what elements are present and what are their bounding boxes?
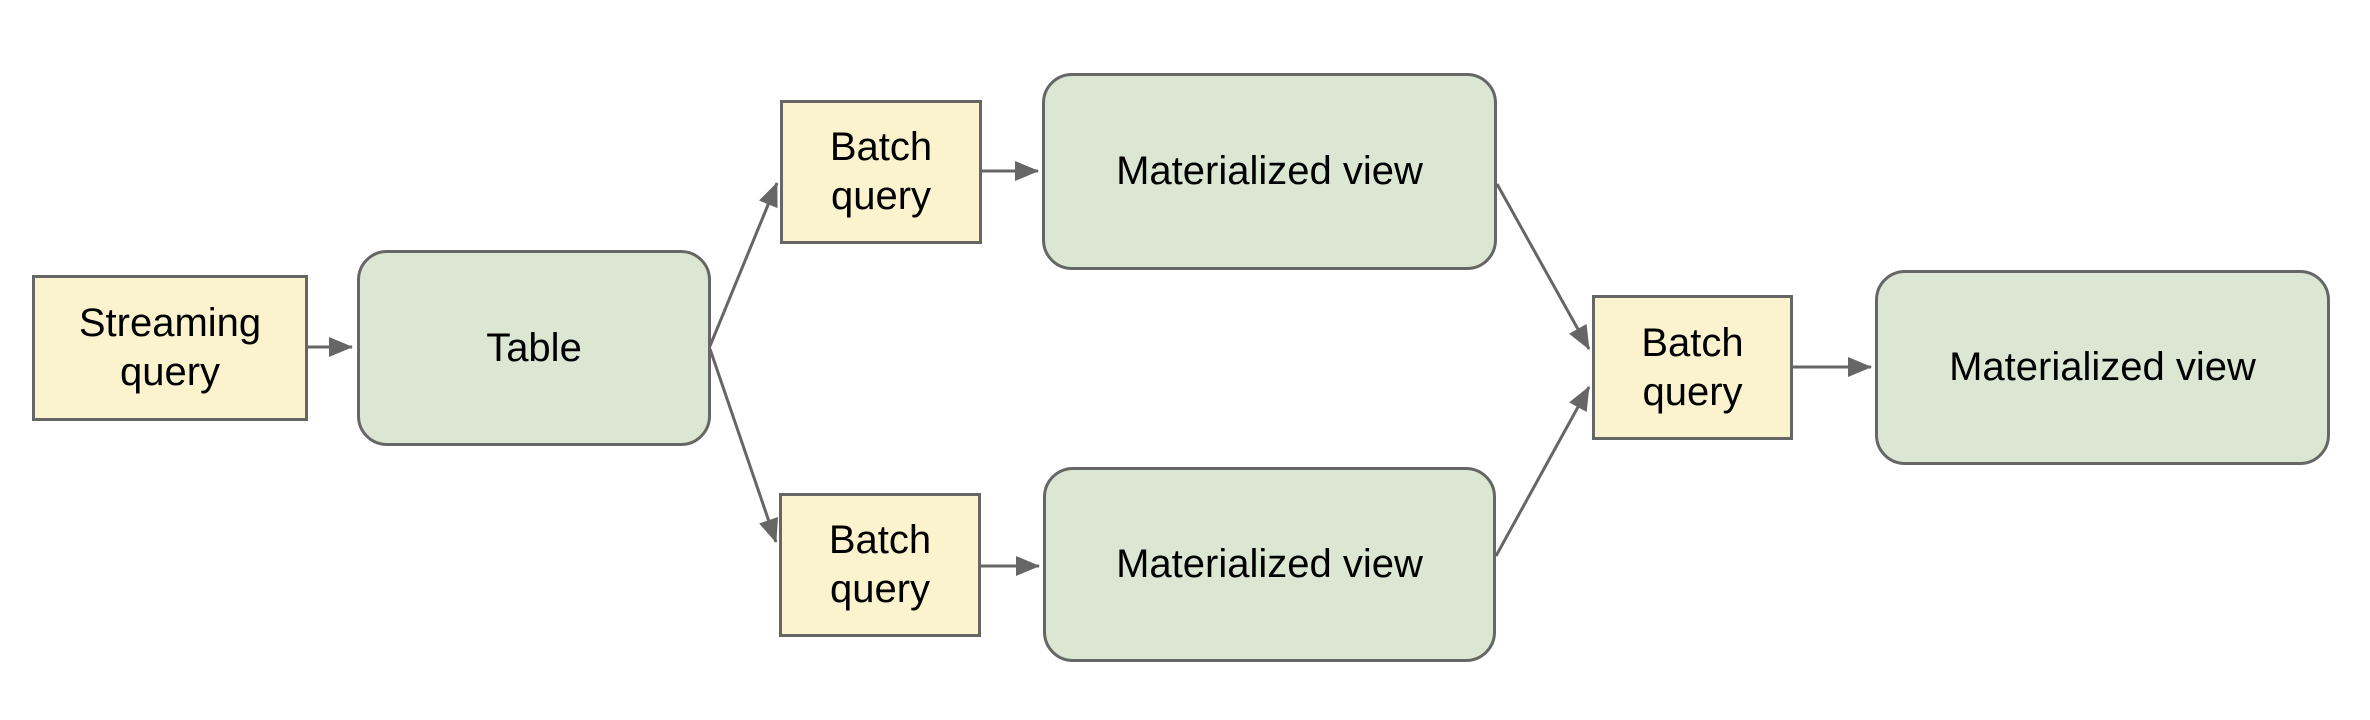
edge-table-to-batch-query-bottom — [708, 348, 779, 543]
node-batch-query-top-label: Batch query — [829, 125, 933, 218]
node-materialized-view-right: Materialized view — [1875, 270, 2330, 465]
node-streaming-query-label: Streaming query — [78, 301, 262, 394]
node-streaming-query: Streaming query — [32, 275, 308, 421]
edge-table-to-batch-query-top — [708, 182, 779, 347]
node-batch-query-right: Batch query — [1592, 295, 1793, 440]
node-materialized-view-right-label: Materialized view — [1949, 345, 2256, 390]
node-table-label: Table — [486, 325, 582, 370]
node-table: Table — [357, 250, 711, 446]
node-materialized-view-top-label: Materialized view — [1116, 149, 1423, 194]
node-materialized-view-bottom-label: Materialized view — [1116, 542, 1423, 587]
node-batch-query-bottom: Batch query — [779, 493, 981, 637]
node-materialized-view-top: Materialized view — [1042, 73, 1497, 270]
node-batch-query-bottom-label: Batch query — [828, 518, 932, 611]
node-materialized-view-bottom: Materialized view — [1043, 467, 1496, 662]
node-batch-query-right-label: Batch query — [1641, 320, 1744, 414]
edge-mv-top-to-batch-query-right — [1495, 183, 1591, 350]
node-batch-query-top: Batch query — [780, 100, 982, 244]
edge-mv-bottom-to-batch-query-right — [1494, 386, 1591, 557]
